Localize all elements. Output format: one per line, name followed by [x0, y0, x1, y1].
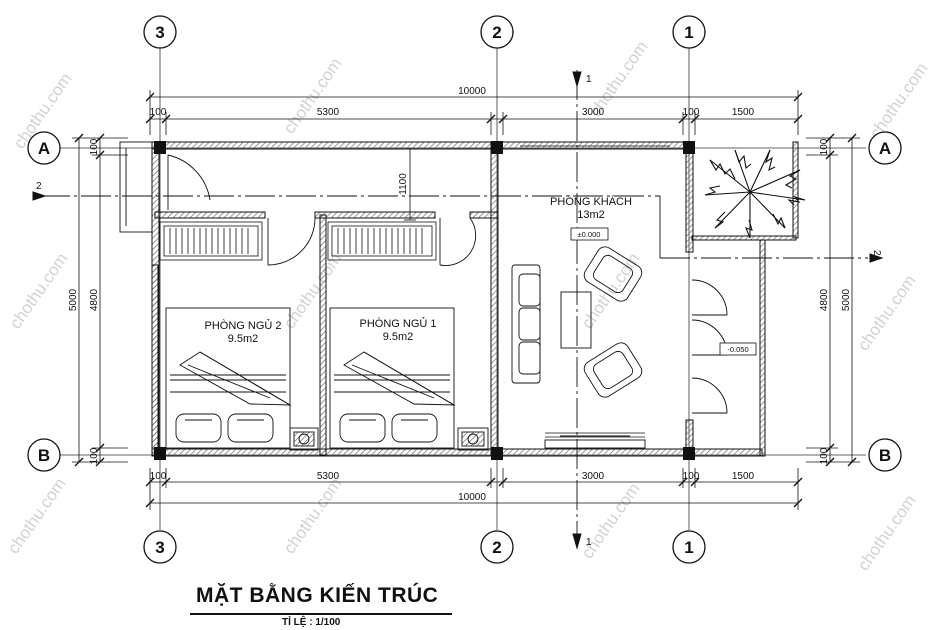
watermark: chothu.com: [578, 479, 644, 562]
dim-wall-top-2: 100: [683, 107, 700, 118]
dim-living-span-bottom: 3000: [582, 471, 605, 482]
dim-bedroom-span-top: 5300: [317, 107, 340, 118]
section-arrow-left: [32, 191, 47, 201]
grid-bubble-1-bottom: [672, 530, 706, 564]
section-arrow-top: [572, 71, 582, 88]
watermark: chothu.com: [866, 59, 931, 142]
balcony-level-label: -0.050: [727, 345, 748, 354]
nightstand: [289, 427, 489, 451]
watermark: chothu.com: [578, 249, 644, 332]
floor-level-label: ±0.000: [578, 230, 601, 239]
grid-bubble-labels: 3 2 1 3 2 1 A B A B: [38, 23, 891, 557]
section-label-2-left: 2: [36, 181, 42, 192]
dimension-lines: [72, 90, 860, 510]
dim-wall-left-top: 100: [89, 138, 100, 155]
section-label-1-top: 1: [586, 74, 592, 85]
wardrobe-bedroom-2: [159, 221, 263, 261]
dim-balcony-span-bottom: 1500: [732, 471, 755, 482]
dim-wall-bottom-2: 100: [683, 471, 700, 482]
dim-living-span-top: 3000: [582, 107, 605, 118]
room-area-bedroom-1: 9.5m2: [383, 331, 414, 343]
title-underline: [190, 613, 452, 615]
grid-bubble-B-right: [868, 438, 902, 472]
watermark: chothu.com: [6, 249, 72, 332]
axis-label: 1: [684, 538, 693, 557]
axis-label: 1: [684, 23, 693, 42]
axis-label: 3: [155, 23, 164, 42]
grid-bubble-3-bottom: [143, 530, 177, 564]
dim-total-depth-left: 5000: [68, 288, 79, 311]
dimension-ticks: [74, 92, 857, 508]
level-labels: ±0.000 -0.050: [578, 230, 749, 354]
section-mark-labels: 1 1 2 2: [36, 74, 882, 548]
entrance-step: [119, 141, 153, 233]
walls: [151, 141, 799, 457]
balcony-level-box: [719, 342, 757, 356]
grid-bubble-2-bottom: [480, 530, 514, 564]
dim-total-width-bottom: 10000: [458, 492, 486, 503]
axis-label: 2: [492, 23, 501, 42]
watermark: chothu.com: [280, 474, 346, 557]
grid-bubble-2-top: [480, 15, 514, 49]
watermark: chothu.com: [854, 491, 920, 574]
wardrobe-bedroom-1: [327, 221, 437, 261]
grid-bubble-A-right: [868, 131, 902, 165]
room-area-bedroom-2: 9.5m2: [228, 333, 259, 345]
drawing-scale: TỈ LỆ : 1/100: [282, 617, 341, 628]
grid-bubble-1-top: [672, 15, 706, 49]
section-arrow-right: [869, 253, 884, 263]
grid-bubble-B-left: [27, 438, 61, 472]
watermark: chothu.com: [280, 54, 346, 137]
watermark: chothu.com: [854, 271, 920, 354]
watermark: chothu.com: [4, 474, 70, 557]
drawing-title: MẶT BẰNG KIẾN TRÚC: [196, 584, 439, 607]
dim-wall-bottom-1: 100: [150, 471, 167, 482]
section-arrow-bottom: [572, 533, 582, 550]
axis-label: 2: [492, 538, 501, 557]
room-name-bedroom-2: PHÒNG NGỦ 2: [204, 319, 281, 332]
room-name-bedroom-1: PHÒNG NGỦ 1: [359, 317, 436, 330]
grid-bubble-A-left: [27, 131, 61, 165]
coffee-table: [560, 291, 592, 349]
axis-label: B: [38, 446, 50, 465]
axis-label: 3: [155, 538, 164, 557]
dim-wall-left-bottom: 100: [89, 447, 100, 464]
room-labels: PHÒNG NGỦ 2 9.5m2 PHÒNG NGỦ 1 9.5m2 PHÒN…: [204, 195, 632, 345]
tv-cabinet: [544, 435, 646, 449]
axis-label: A: [38, 139, 50, 158]
doors: [167, 154, 728, 414]
dim-wall-right-top: 100: [819, 138, 830, 155]
axis-label: A: [879, 139, 891, 158]
room-name-living-room: PHÒNG KHÁCH: [550, 195, 632, 208]
dim-total-depth-right: 5000: [841, 288, 852, 311]
dim-total-width-top: 10000: [458, 86, 486, 97]
floor-level-box: [570, 227, 609, 241]
axis-label: B: [879, 446, 891, 465]
bed-bedroom-1: [329, 307, 456, 449]
dim-wall-top-1: 100: [150, 107, 167, 118]
plant-icon: [704, 149, 806, 239]
dim-wall-right-bottom: 100: [819, 447, 830, 464]
dim-corridor-width: 1100: [398, 173, 409, 195]
dimension-texts: 10000 100 5300 3000 100 1500 100 5300 30…: [68, 86, 852, 503]
bed-bedroom-2: [165, 307, 292, 449]
grid-bubbles: [27, 15, 902, 564]
dim-inner-depth-right: 4800: [819, 288, 830, 311]
section-label-1-bottom: 1: [586, 537, 592, 548]
armchair: [583, 246, 643, 398]
section-label-2-right: 2: [871, 250, 882, 256]
dim-bedroom-span-bottom: 5300: [317, 471, 340, 482]
dim-balcony-span-top: 1500: [732, 107, 755, 118]
sofa: [511, 264, 541, 384]
structural-columns: [154, 141, 695, 460]
dim-inner-depth-left: 4800: [89, 288, 100, 311]
grid-lines: [60, 48, 866, 530]
windows: [520, 141, 670, 438]
grid-bubble-3-top: [143, 15, 177, 49]
room-area-living-room: 13m2: [577, 209, 605, 221]
